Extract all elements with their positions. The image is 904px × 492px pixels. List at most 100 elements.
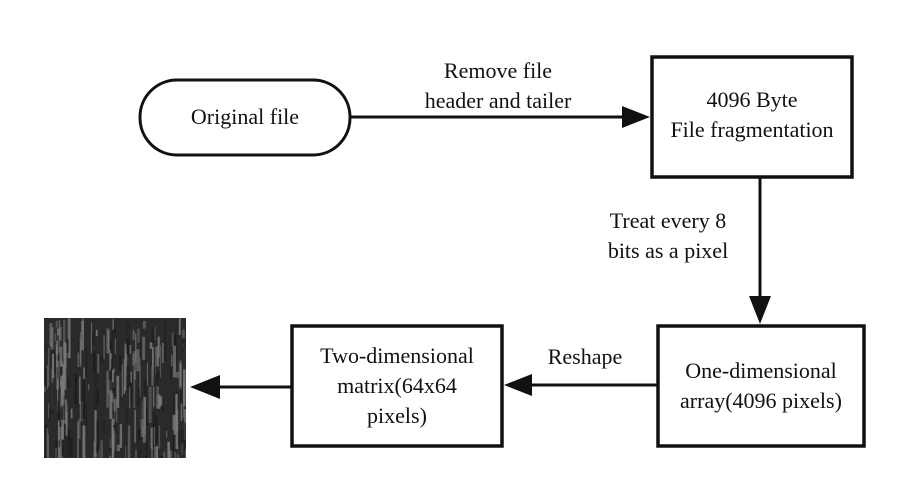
texture-streak: [137, 389, 141, 406]
texture-streak: [92, 332, 95, 345]
texture-streak: [155, 366, 159, 375]
texture-streak: [125, 445, 126, 458]
texture-streak: [172, 414, 176, 435]
texture-streak: [141, 401, 143, 435]
texture-streak: [46, 343, 49, 384]
texture-streak: [55, 447, 57, 458]
two-dim-line-3: pixels): [367, 403, 427, 428]
texture-streak: [171, 355, 173, 367]
texture-streak: [112, 427, 114, 454]
texture-streak: [180, 403, 183, 421]
texture-streak: [81, 320, 84, 351]
texture-streak: [175, 409, 179, 449]
texture-streak: [159, 345, 162, 378]
texture-streak: [181, 437, 183, 458]
texture-streak: [82, 425, 86, 458]
texture-streak: [136, 349, 140, 372]
texture-streak: [173, 392, 175, 415]
texture-streak: [137, 439, 140, 458]
one-dim-line-1: One-dimensional: [685, 358, 837, 383]
texture-streak: [114, 412, 117, 434]
two-dim-line-1: Two-dimensional: [320, 343, 474, 368]
texture-streak: [113, 429, 116, 451]
texture-streak: [103, 419, 105, 434]
texture-streak: [133, 369, 136, 409]
texture-streak: [64, 352, 67, 367]
texture-streak: [167, 441, 170, 458]
edge-output-arrowhead: [190, 375, 220, 399]
texture-streak: [153, 426, 156, 446]
texture-streak: [176, 371, 180, 378]
texture-streak: [65, 342, 67, 359]
texture-streak: [109, 390, 113, 420]
texture-streak: [60, 386, 63, 410]
texture-streak: [112, 418, 115, 426]
texture-streak: [94, 374, 97, 411]
grayscale-output-image: [44, 318, 186, 458]
texture-streak: [63, 340, 66, 362]
texture-streak: [108, 379, 110, 394]
texture-streak: [44, 455, 47, 458]
texture-streak: [114, 398, 118, 423]
texture-streak: [98, 449, 100, 458]
texture-streak: [119, 355, 122, 371]
texture-streak: [134, 409, 136, 443]
texture-streak: [66, 339, 69, 353]
texture-streak: [142, 427, 146, 443]
edge-treat-bits-arrowhead: [749, 296, 771, 324]
texture-streak: [127, 425, 131, 458]
node-two-dim-label: Two-dimensional matrix(64x64 pixels): [292, 341, 502, 431]
texture-streak: [139, 357, 141, 397]
texture-streak: [164, 322, 166, 361]
texture-streak: [132, 330, 135, 340]
texture-streak: [50, 382, 54, 416]
texture-streak: [78, 376, 81, 405]
texture-streak: [140, 341, 142, 366]
texture-streak: [93, 454, 96, 458]
texture-streak: [97, 389, 99, 405]
edge-remove-header-arrowhead: [622, 106, 650, 128]
texture-streak: [179, 363, 182, 387]
texture-streak: [52, 353, 55, 378]
texture-streak: [154, 446, 156, 458]
texture-streak: [56, 367, 58, 379]
texture-streak: [152, 387, 155, 412]
texture-streak: [82, 380, 86, 419]
texture-streak: [166, 430, 168, 438]
texture-streak: [178, 360, 182, 390]
texture-streak: [66, 402, 68, 427]
texture-streak: [57, 387, 59, 413]
texture-streak: [56, 328, 60, 336]
texture-streak: [151, 447, 153, 458]
texture-streak: [106, 328, 110, 354]
texture-streak: [172, 345, 176, 378]
texture-streak: [94, 410, 97, 442]
texture-streak: [74, 373, 78, 405]
texture-streak: [161, 343, 164, 364]
texture-streak: [103, 335, 105, 360]
texture-streak: [85, 404, 88, 428]
texture-streak: [129, 345, 132, 354]
texture-streak: [77, 421, 79, 458]
texture-streak: [127, 323, 130, 357]
texture-streak: [142, 336, 146, 360]
texture-streak: [61, 361, 63, 399]
texture-streak: [63, 319, 66, 356]
texture-streak: [180, 390, 182, 410]
texture-streak: [124, 343, 128, 360]
texture-streak: [185, 348, 186, 370]
texture-streak: [60, 379, 62, 387]
texture-streak: [70, 437, 73, 458]
texture-streak: [93, 350, 96, 374]
node-original-file-label: Original file: [140, 102, 350, 132]
texture-streak: [149, 342, 153, 349]
texture-streak: [47, 347, 50, 387]
texture-streak: [62, 363, 65, 396]
texture-streak: [163, 451, 166, 458]
texture-streak: [80, 331, 82, 365]
texture-streak: [62, 343, 66, 381]
texture-streak: [148, 386, 152, 423]
texture-streak: [112, 369, 115, 383]
node-fragmentation-label: 4096 Byte File fragmentation: [652, 85, 852, 145]
texture-streak: [63, 432, 66, 439]
